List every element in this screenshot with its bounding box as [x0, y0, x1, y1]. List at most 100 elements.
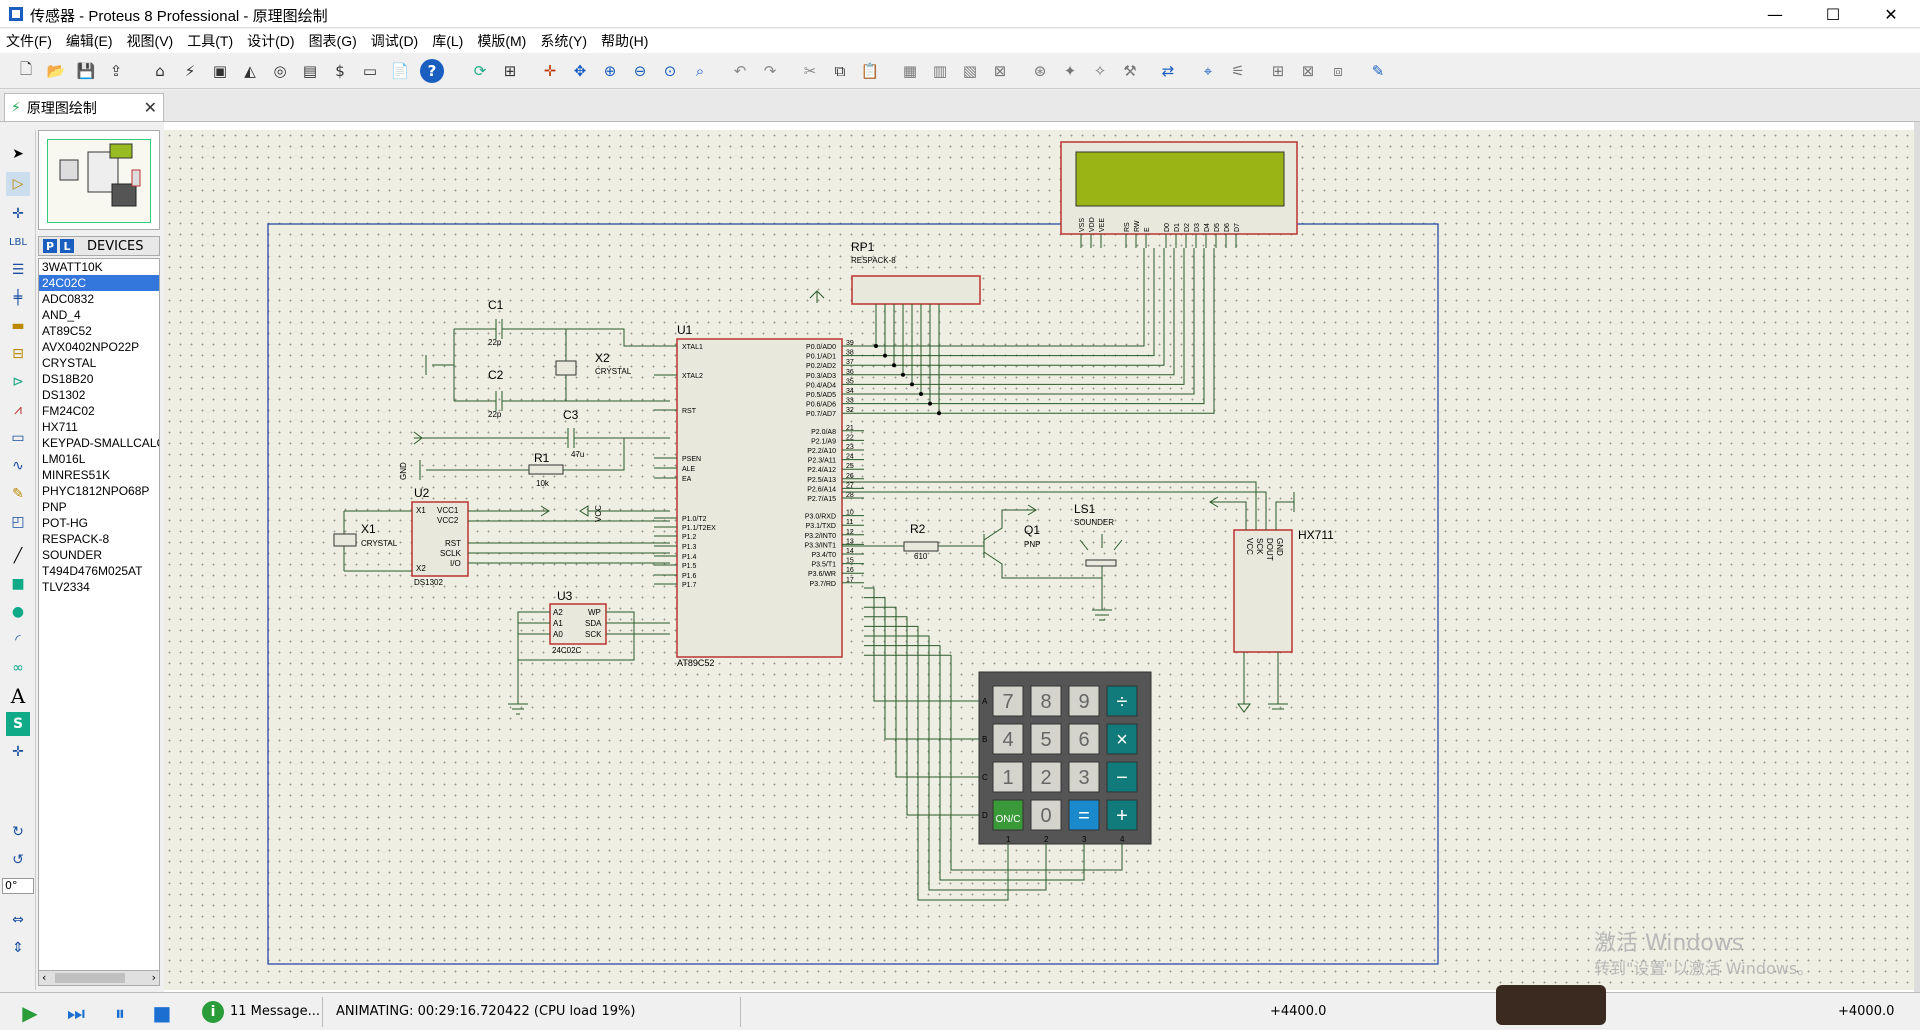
component-mode-icon[interactable]: ▷	[6, 172, 30, 196]
circle-tool-icon[interactable]: ●	[11, 604, 25, 620]
step-icon[interactable]: ⏭	[67, 1001, 85, 1025]
package-tool-icon[interactable]: ✧	[1093, 62, 1107, 80]
device-list-item[interactable]: RESPACK-8	[42, 532, 110, 546]
menu-tools[interactable]: 工具(T)	[187, 33, 234, 49]
device-list-item[interactable]: TLV2334	[42, 580, 90, 594]
pick-devices-button[interactable]: P	[43, 239, 57, 253]
device-list-item[interactable]: 24C02C	[39, 275, 159, 291]
overview-window[interactable]	[38, 130, 160, 230]
stop-icon[interactable]: ■	[152, 1001, 172, 1025]
remove-sheet-icon[interactable]: ⊠	[1301, 62, 1315, 80]
menu-debug[interactable]: 调试(D)	[370, 33, 419, 49]
menu-edit[interactable]: 编辑(E)	[65, 33, 113, 49]
device-list-item[interactable]: AT89C52	[42, 324, 92, 338]
terminals-icon[interactable]: ⊟	[12, 346, 24, 362]
zoom-out-icon[interactable]: ⊖	[633, 62, 647, 80]
mirror-x-icon[interactable]: ⇔	[12, 912, 24, 928]
pause-icon[interactable]: ⏸	[115, 1001, 125, 1025]
bom-icon[interactable]: ▤	[302, 62, 318, 80]
redo-icon[interactable]: ↷	[763, 62, 777, 80]
gerber-icon[interactable]: ◎	[273, 62, 287, 80]
junction-dot-icon[interactable]: ✛	[12, 206, 24, 222]
save-icon[interactable]: 💾	[76, 62, 96, 80]
path-tool-icon[interactable]: ∞	[12, 660, 24, 676]
info-icon[interactable]: i	[202, 1001, 224, 1023]
tape-recorder-icon[interactable]: ▭	[11, 430, 25, 446]
wire-label-icon[interactable]: LBL	[8, 236, 27, 248]
make-device-icon[interactable]: ✦	[1063, 62, 1077, 80]
block-rotate-icon[interactable]: ▧	[962, 62, 978, 80]
refresh-icon[interactable]: ⟳	[473, 62, 487, 80]
device-list-item[interactable]: PNP	[42, 500, 67, 514]
device-list-item[interactable]: PHYC1812NPO68P	[42, 484, 150, 498]
origin-icon[interactable]: ✛	[543, 62, 557, 80]
voltage-probe-icon[interactable]: ✎	[12, 486, 24, 502]
maximize-button[interactable]: ☐	[1825, 4, 1841, 24]
device-list-scrollbar[interactable]: ‹ ›	[38, 970, 160, 986]
import-icon[interactable]: ⇪	[109, 62, 123, 80]
device-list-item[interactable]: KEYPAD-SMALLCALC	[42, 436, 160, 450]
block-delete-icon[interactable]: ⊠	[993, 62, 1007, 80]
paste-icon[interactable]: 📋	[860, 62, 880, 80]
decompose-icon[interactable]: ⚒	[1123, 62, 1137, 80]
device-list-item[interactable]: AVX0402NPO22P	[42, 340, 140, 354]
menu-view[interactable]: 视图(V)	[126, 33, 174, 49]
new-sheet-icon[interactable]: ⊞	[1271, 62, 1285, 80]
help-icon[interactable]: ?	[420, 59, 444, 83]
property-assign-icon[interactable]: ⚟	[1231, 62, 1245, 80]
scroll-left-icon[interactable]: ‹	[42, 971, 47, 984]
graph-mode-icon[interactable]: ⩘	[14, 402, 22, 418]
zoom-in-icon[interactable]: ⊕	[603, 62, 617, 80]
device-pins-icon[interactable]: ⊳	[12, 374, 24, 390]
pan-icon[interactable]: ✥	[573, 62, 587, 80]
device-list-item[interactable]: 3WATT10K	[42, 260, 103, 274]
box-tool-icon[interactable]: ■	[11, 576, 25, 592]
menu-system[interactable]: 系统(Y)	[540, 33, 588, 49]
message-count[interactable]: 11 Message...	[230, 1004, 321, 1019]
netlist-icon[interactable]: ✎	[1371, 62, 1385, 80]
device-list-item[interactable]: MINRES51K	[42, 468, 111, 482]
device-list-item[interactable]: LM016L	[42, 452, 86, 466]
menu-graph[interactable]: 图表(G)	[308, 33, 357, 49]
rotate-ccw-icon[interactable]: ↺	[12, 852, 24, 868]
cut-icon[interactable]: ✂	[803, 62, 817, 80]
open-folder-icon[interactable]: 📂	[46, 62, 66, 80]
device-list-item[interactable]: POT-HG	[42, 516, 89, 530]
device-list-item[interactable]: T494D476M025AT	[42, 564, 143, 578]
canvas-vertical-scrollbar[interactable]	[1914, 122, 1920, 992]
grid-icon[interactable]: ⊞	[503, 62, 517, 80]
tab-close-icon[interactable]: ✕	[143, 98, 157, 117]
goto-sheet-icon[interactable]: ⧈	[1333, 62, 1343, 80]
new-file-icon[interactable]: 🗋	[19, 59, 33, 78]
device-list-item[interactable]: DS18B20	[42, 372, 94, 386]
zoom-all-icon[interactable]: ⊙	[663, 62, 677, 80]
library-manager-button[interactable]: L	[60, 239, 74, 253]
device-list-item[interactable]: ADC0832	[42, 292, 95, 306]
3d-view-icon[interactable]: ◭	[244, 62, 256, 80]
device-list-item[interactable]: SOUNDER	[42, 548, 103, 562]
menu-template[interactable]: 模版(M)	[477, 33, 527, 49]
marker-tool-icon[interactable]: ✛	[12, 744, 24, 760]
text-script-icon[interactable]: ☰	[11, 262, 25, 278]
subcircuit-icon[interactable]: ▬	[11, 318, 25, 334]
device-list-item[interactable]: DS1302	[42, 388, 86, 402]
pcb-icon[interactable]: ▣	[212, 62, 228, 80]
pick-device-icon[interactable]: ⊛	[1033, 62, 1047, 80]
mirror-y-icon[interactable]: ⇕	[12, 940, 24, 956]
copy-icon[interactable]: ⧉	[834, 62, 846, 80]
device-list-item[interactable]: CRYSTAL	[42, 356, 97, 370]
device-list-item[interactable]: AND_4	[42, 308, 81, 322]
device-list-item[interactable]: HX711	[42, 420, 78, 434]
text-tool-icon[interactable]: A	[10, 684, 26, 708]
notes-icon[interactable]: 📄	[390, 62, 410, 80]
schematic-icon[interactable]: ⚡	[184, 62, 196, 80]
block-move-icon[interactable]: ▥	[932, 62, 948, 80]
symbol-tool-icon[interactable]: S	[6, 712, 30, 736]
rotate-cw-icon[interactable]: ↻	[12, 824, 24, 840]
close-button[interactable]: ✕	[1884, 4, 1898, 24]
menu-library[interactable]: 库(L)	[432, 33, 464, 49]
arc-tool-icon[interactable]: ◜	[15, 632, 21, 648]
wire-autorouter-icon[interactable]: ⇄	[1161, 62, 1175, 80]
